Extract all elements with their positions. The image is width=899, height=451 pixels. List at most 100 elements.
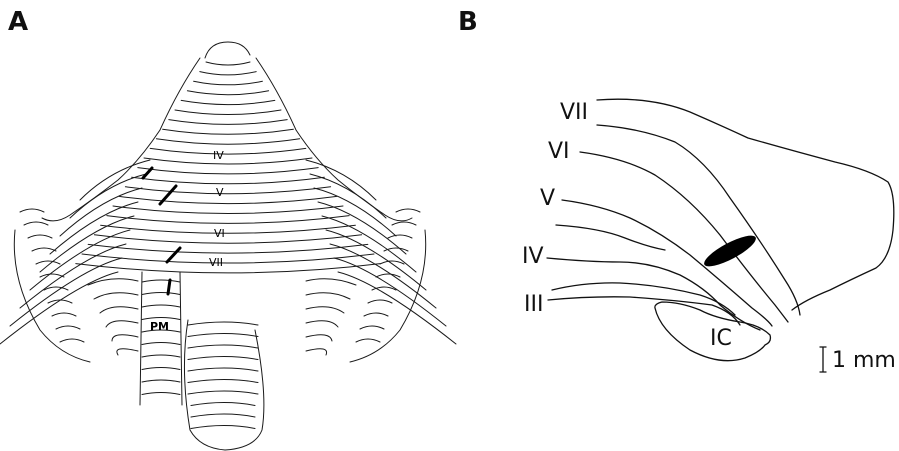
- folium-line: [88, 279, 138, 285]
- folium-line: [169, 120, 287, 125]
- paramedian-folia: [140, 272, 182, 405]
- folium-line: [101, 225, 356, 233]
- folium-line: [188, 368, 258, 371]
- folium-line: [306, 335, 332, 341]
- folium-line: [372, 287, 396, 290]
- lobule-label-v: V: [216, 186, 224, 199]
- folium-line: [106, 321, 138, 327]
- folium-line: [181, 100, 275, 104]
- folium-line: [94, 293, 138, 299]
- ic-label: IC: [710, 326, 732, 351]
- folium-line: [194, 81, 263, 85]
- folium-line: [306, 307, 344, 313]
- folium-line: [132, 177, 325, 184]
- folium-line: [40, 216, 134, 272]
- folium-line: [138, 168, 318, 174]
- folium-line: [107, 216, 349, 224]
- folium-line: [28, 235, 52, 238]
- folium-line: [330, 244, 436, 308]
- folium-line: [24, 222, 48, 225]
- folium-line: [364, 313, 388, 316]
- lobule-line-v-inner: [556, 225, 665, 250]
- folium-line: [142, 355, 180, 357]
- folium-line: [70, 174, 146, 218]
- folium-line: [142, 305, 180, 307]
- folium-line: [384, 248, 408, 251]
- folium-line: [334, 258, 446, 326]
- folium-line: [88, 244, 368, 253]
- folium-line: [188, 322, 258, 325]
- folium-line: [156, 139, 299, 144]
- lesion-mark: [167, 248, 180, 262]
- folium-line: [206, 62, 250, 65]
- folium-line: [100, 307, 138, 313]
- scale-bar: [820, 347, 826, 372]
- folium-line: [44, 287, 68, 290]
- lesion-ellipse: [701, 230, 760, 271]
- folium-line: [142, 343, 180, 345]
- lobule-label-iv: IV: [522, 244, 544, 269]
- folium-line: [119, 196, 337, 203]
- panel-a-letter: A: [8, 7, 28, 37]
- folium-line: [396, 209, 420, 212]
- folium-line: [188, 334, 258, 337]
- folium-line: [20, 244, 126, 308]
- folium-line: [306, 321, 338, 327]
- folium-line: [392, 222, 416, 225]
- lobule-line-iii: [548, 297, 740, 325]
- panel-b-letter: B: [458, 7, 478, 37]
- folium-line: [191, 426, 255, 429]
- folium-line: [142, 293, 180, 295]
- folium-line: [0, 272, 118, 344]
- folium-line: [142, 368, 180, 370]
- vermis-top-cap: [205, 42, 250, 58]
- lobule-label-vii: VII: [209, 256, 223, 269]
- folium-line: [56, 326, 80, 329]
- folium-line: [306, 293, 350, 299]
- folium-line: [150, 148, 306, 154]
- scale-bar-label: 1 mm: [832, 348, 896, 373]
- folium-line: [188, 380, 258, 383]
- folium-line: [360, 326, 384, 329]
- folium-line: [142, 380, 180, 382]
- folium-line: [40, 274, 64, 277]
- folium-line: [356, 339, 380, 342]
- folium-line: [142, 393, 180, 395]
- lobule-label-vii: VII: [560, 100, 588, 125]
- outer-contour: [597, 99, 894, 310]
- folium-line: [52, 313, 76, 316]
- folium-line: [10, 258, 122, 326]
- folium-line: [376, 274, 400, 277]
- bottom-lobe-folia: [88, 279, 356, 450]
- lesion-mark: [143, 168, 152, 178]
- folium-line: [175, 110, 281, 115]
- folium-line: [306, 279, 356, 285]
- lesion-mark: [168, 280, 170, 294]
- panel-a-cerebellum-drawing: IV V VI VII PM: [0, 42, 456, 450]
- lobule-label-vi: VI: [214, 227, 225, 240]
- folium-line: [140, 272, 182, 405]
- lobule-line-iii-upper: [552, 283, 735, 315]
- folium-line: [60, 339, 84, 342]
- folium-line: [163, 129, 294, 134]
- folium-line: [188, 357, 258, 360]
- folium-line: [310, 174, 386, 218]
- folium-line: [368, 300, 392, 303]
- folium-line: [94, 235, 361, 243]
- folium-line: [184, 320, 263, 450]
- folium-line: [188, 391, 258, 394]
- folium-line: [187, 91, 268, 95]
- folium-line: [117, 349, 138, 355]
- panel-b-sagittal-drawing: VII VI V IV III IC 1 mm: [522, 99, 896, 373]
- folium-line: [306, 349, 327, 355]
- folium-line: [388, 235, 412, 238]
- folium-line: [125, 187, 330, 194]
- folium-line: [36, 261, 60, 264]
- folium-line: [112, 335, 138, 341]
- folium-line: [188, 345, 258, 348]
- lobule-line-v: [562, 200, 772, 326]
- folium-line: [20, 209, 44, 212]
- folium-line: [322, 216, 416, 272]
- folium-line: [191, 403, 255, 406]
- folium-line: [80, 160, 150, 200]
